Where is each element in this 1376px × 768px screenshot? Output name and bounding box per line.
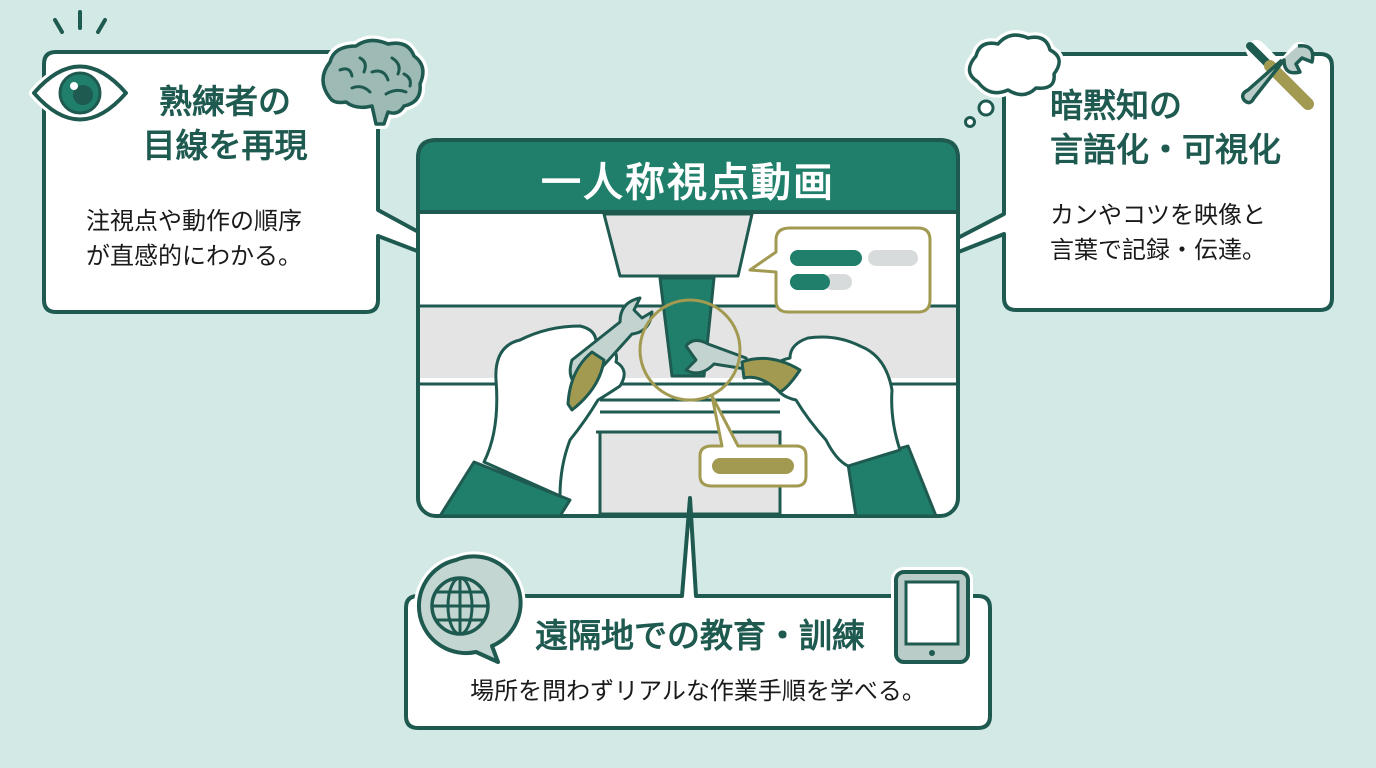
brain-icon — [318, 35, 428, 129]
card-expert-gaze-title: 熟練者の 目線を再現 — [110, 80, 340, 167]
body-line-2: 言葉で記録・伝達。 — [1050, 235, 1266, 264]
card-expert-gaze-body: 注視点や動作の順序 が直感的にわかる。 — [86, 204, 376, 274]
card-remote-training-title: 遠隔地での教育・訓練 — [535, 616, 865, 655]
card-tacit-knowledge-body: カンやコツを映像と 言葉で記録・伝達。 — [1050, 198, 1330, 268]
card-remote-training-frame — [404, 496, 992, 730]
card-remote-training-body: 場所を問わずリアルな作業手順を学べる。 — [470, 677, 926, 705]
video-panel-title: 一人称視点動画 — [541, 160, 835, 206]
globe-chat-icon — [413, 551, 526, 667]
title-line-2: 目線を再現 — [142, 125, 308, 165]
card-tacit-knowledge-title: 暗黙知の 言語化・可視化 — [1050, 84, 1310, 171]
tools-icon — [1240, 40, 1318, 114]
body-line-1: 注視点や動作の順序 — [86, 207, 302, 235]
title-line-2: 言語化・可視化 — [1050, 129, 1281, 169]
eye-icon — [29, 10, 131, 125]
body-line-2: が直感的にわかる。 — [86, 241, 302, 270]
title-line-1: 暗黙知の — [1050, 86, 1182, 125]
title-line-1: 熟練者の — [159, 82, 291, 121]
thought-cloud-icon — [964, 30, 1065, 128]
body-line-1: カンやコツを映像と — [1050, 201, 1266, 229]
tablet-icon — [891, 567, 973, 667]
